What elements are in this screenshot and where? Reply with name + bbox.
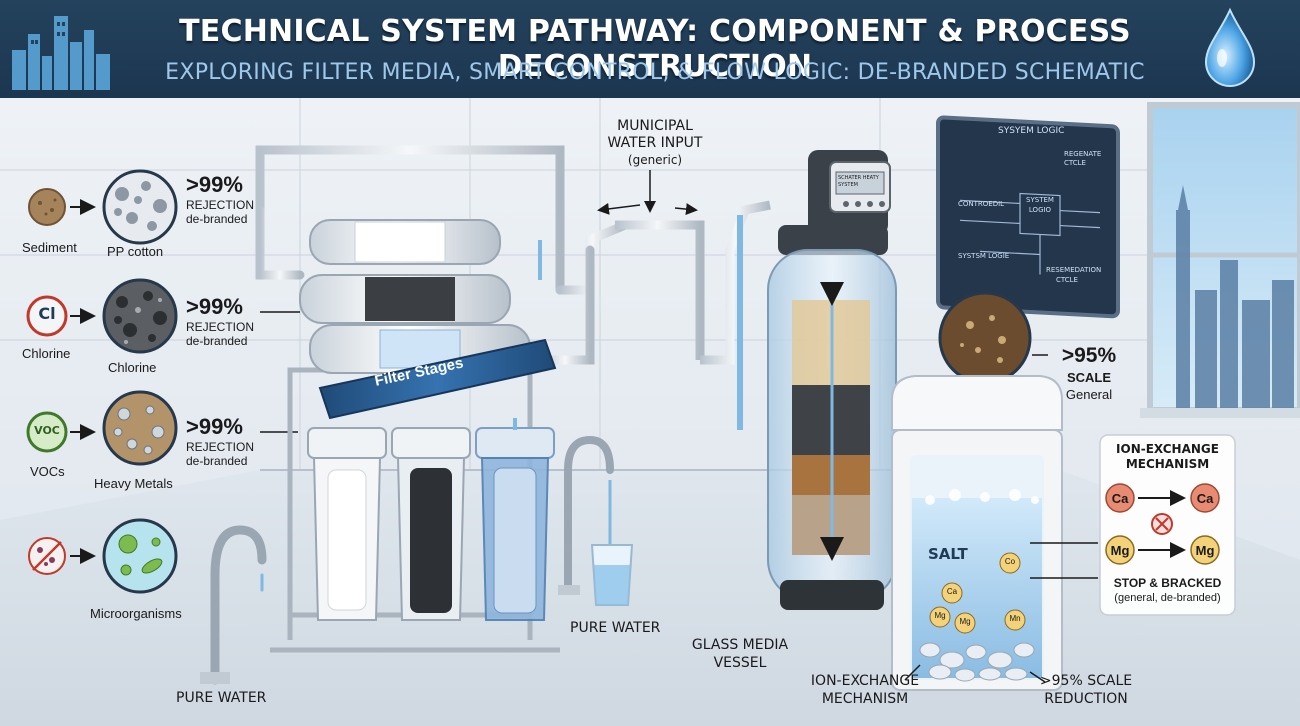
controller-screen: SCHATER HEATY SYSTEM <box>838 175 884 189</box>
vessel-label: GLASS MEDIA VESSEL <box>690 636 790 672</box>
rejection-label-2: REJECTION <box>186 320 255 334</box>
rejection-note-3: de-branded <box>186 454 248 468</box>
pure-water-center-label: PURE WATER <box>570 620 661 636</box>
brine-ion-5: Mn <box>1009 614 1021 623</box>
faucet-left <box>200 525 267 685</box>
scale-note: General <box>1065 387 1113 402</box>
logic-board-l9: CTCLE <box>1056 276 1078 284</box>
schematic-scene <box>0 98 1300 726</box>
scale-pct: >95% <box>1061 344 1117 367</box>
water-drop-icon <box>1204 7 1256 87</box>
filter-stages-banner <box>318 338 557 420</box>
contaminant-from-2: Chlorine <box>22 346 71 361</box>
contaminant-row-4 <box>28 518 178 594</box>
chlorine-symbol: Cl <box>38 304 56 323</box>
window <box>1140 102 1300 418</box>
system-logic-board <box>936 115 1120 319</box>
ion-mech-2: MECHANISM <box>821 691 909 707</box>
logic-board-l7: SYSTSM LOGIE <box>958 252 1010 260</box>
contaminant-to-1: PP cotton <box>107 244 164 259</box>
ion-exchange-panel <box>1099 434 1236 616</box>
ion-ca-out: Ca <box>1196 491 1214 506</box>
brine-ion-1: Co <box>1004 557 1016 566</box>
logic-board-l4: CONTROEDIL <box>958 200 1005 208</box>
municipal-input-label: MUNICIPAL WATER INPUT (generic) <box>585 118 725 169</box>
brine-ion-3: Mg <box>959 617 971 626</box>
ion-mg-in: Mg <box>1110 543 1130 558</box>
rejection-pct-3: >99% <box>186 414 243 439</box>
rejection-label-1: REJECTION <box>186 198 255 212</box>
rejection-note-1: de-branded <box>186 212 248 226</box>
contaminant-row-3 <box>26 390 178 466</box>
contaminant-row-2 <box>26 278 178 354</box>
stop-label: STOP & BRACKED <box>1113 576 1222 590</box>
logic-board-title: SYSYEM LOGIC <box>998 126 1065 136</box>
municipal-pipes <box>597 170 771 430</box>
city-skyline-icon <box>12 16 110 90</box>
ion-mech-1: ION-EXCHANGE <box>810 673 920 689</box>
contaminant-to-4: Microorganisms <box>90 606 182 621</box>
controller-line1: SCHATER HEATY <box>838 175 879 181</box>
brine-ion-2: Ca <box>946 587 958 596</box>
voc-symbol: VOC <box>34 424 60 437</box>
pure-water-left-label: PURE WATER <box>176 690 267 706</box>
rejection-note-2: de-branded <box>186 334 248 348</box>
logic-board-l5: SYSTEM <box>1026 196 1054 204</box>
vessel-label-1: GLASS MEDIA <box>691 637 789 653</box>
rejection-pct-2: >99% <box>186 294 243 319</box>
salt-label: SALT <box>928 545 968 563</box>
rejection-pct-1: >99% <box>186 172 243 197</box>
rejection-label-3: REJECTION <box>186 440 255 454</box>
municipal-line3: (generic) <box>627 153 683 167</box>
logic-board-l3: CTCLE <box>1064 159 1086 167</box>
brine-ion-4: Mg <box>934 611 946 620</box>
ion-mg-out: Mg <box>1195 543 1215 558</box>
ion-title-1: ION-EXCHANGE <box>1116 442 1219 456</box>
reduction-1: >95% SCALE <box>1039 673 1133 689</box>
glass-media-vessel <box>767 150 897 610</box>
ion-mechanism-label: ION-EXCHANGE MECHANISM <box>800 672 930 708</box>
faucet-center <box>558 435 634 606</box>
vessel-label-2: VESSEL <box>713 655 767 671</box>
contaminant-from-3: VOCs <box>30 464 65 479</box>
page-subtitle: EXPLORING FILTER MEDIA, SMART CONTROL, &… <box>165 60 1145 85</box>
logic-board-l8: RESEMEDATION <box>1046 266 1102 274</box>
brine-tank <box>891 375 1098 691</box>
contaminant-to-2: Chlorine <box>108 360 157 375</box>
contaminant-to-3: Heavy Metals <box>94 476 173 491</box>
header-bar: TECHNICAL SYSTEM PATHWAY: COMPONENT & PR… <box>0 0 1300 98</box>
contaminant-from-1: Sediment <box>22 240 77 255</box>
logic-board-l2: REGENATE <box>1064 150 1102 158</box>
contaminant-row-1 <box>28 169 178 245</box>
reduction-2: REDUCTION <box>1044 691 1128 707</box>
logic-board-l6: LOGIO <box>1028 206 1052 214</box>
ion-box-title: ION-EXCHANGE MECHANISM <box>1100 442 1235 472</box>
municipal-line1: MUNICIPAL <box>617 118 693 134</box>
ion-title-2: MECHANISM <box>1125 457 1210 471</box>
ion-ca-in: Ca <box>1111 491 1129 506</box>
stop-note: (general, de-branded) <box>1114 592 1221 604</box>
scale-reduction-label: >95% SCALE REDUCTION <box>1026 672 1146 708</box>
scale-label: SCALE <box>1066 370 1112 385</box>
ro-filter-system <box>255 145 630 653</box>
controller-line2: SYSTEM <box>838 182 858 188</box>
page-title: TECHNICAL SYSTEM PATHWAY: COMPONENT & PR… <box>179 14 1131 84</box>
municipal-line2: WATER INPUT <box>607 135 703 151</box>
